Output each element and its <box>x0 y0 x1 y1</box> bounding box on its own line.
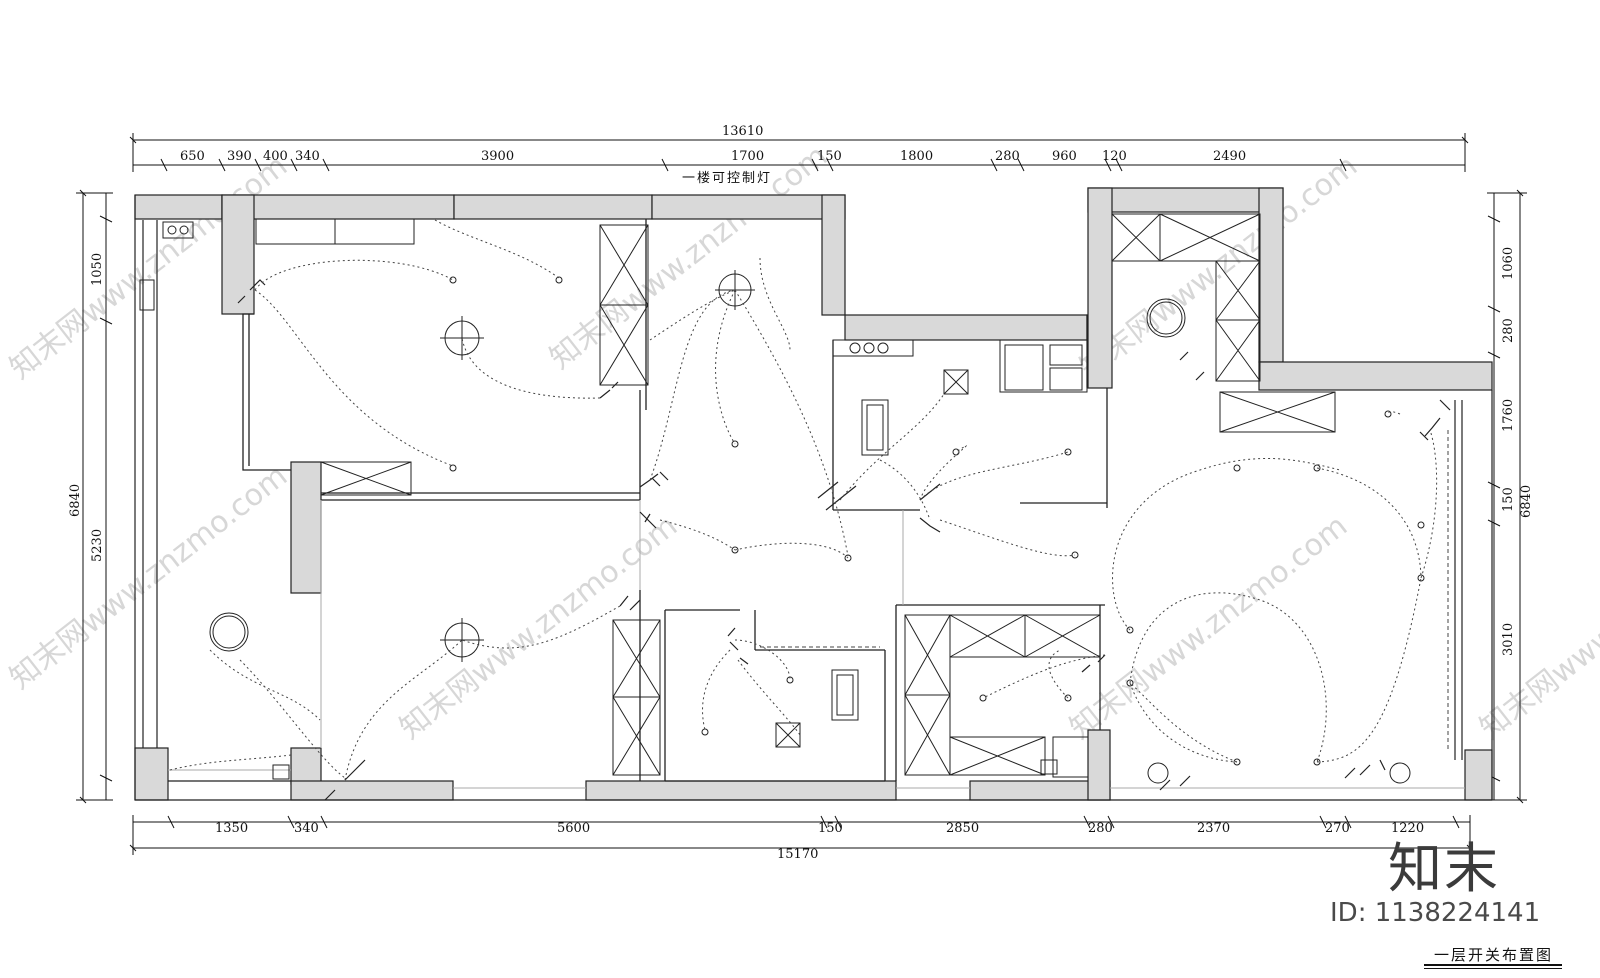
dimension-top <box>129 133 1469 172</box>
dim-label: 120 <box>1102 149 1127 164</box>
exterior-outline <box>134 195 1493 801</box>
dashed-edges <box>760 430 1449 750</box>
dim-label: 1760 <box>1501 399 1516 432</box>
ceiling-fixtures <box>209 270 1411 784</box>
watermark-logo: 知末 <box>1388 837 1500 900</box>
dim-label: 2370 <box>1197 821 1230 836</box>
downlights <box>449 276 1425 766</box>
dim-label: 5230 <box>90 529 105 562</box>
dim-label: 1350 <box>215 821 248 836</box>
dim-label: 280 <box>1501 318 1516 343</box>
dim-label: 2850 <box>946 821 979 836</box>
partitions <box>168 219 1108 782</box>
dim-label: 3900 <box>481 149 514 164</box>
dim-label: 280 <box>1088 821 1113 836</box>
dim-label: 150 <box>1501 487 1516 512</box>
appliances <box>139 221 1058 780</box>
watermark-text: 知末网www.znzmo.com <box>3 458 294 696</box>
zone-label: 一楼可控制灯 <box>682 171 772 186</box>
dim-label: 650 <box>180 149 205 164</box>
dim-label: 390 <box>227 149 252 164</box>
dimension-bottom-labels: 1350 340 5600 150 2850 280 2370 270 1220 <box>215 821 1424 836</box>
dimension-bottom <box>129 815 1474 855</box>
drawing-title: 一层开关布置图 <box>1434 946 1554 964</box>
dim-label: 280 <box>995 149 1020 164</box>
dim-label: 340 <box>295 149 320 164</box>
watermark-text: 知末网www.znzmo.com <box>1073 148 1364 386</box>
dimension-top-labels: 650 390 400 340 3900 1700 150 1800 280 9… <box>180 149 1246 164</box>
dimension-left <box>76 189 113 804</box>
dim-label: 270 <box>1325 821 1350 836</box>
title-underline <box>1424 964 1562 966</box>
dim-label: 960 <box>1052 149 1077 164</box>
openings <box>168 500 1465 789</box>
dim-label: 150 <box>818 821 843 836</box>
dim-label: 3010 <box>1501 623 1516 656</box>
dim-label: 340 <box>294 821 319 836</box>
dimension-right <box>1487 189 1527 804</box>
dim-label: 1800 <box>900 149 933 164</box>
dim-label: 1700 <box>731 149 764 164</box>
dimension-left-total: 6840 <box>68 484 83 517</box>
dim-label: 150 <box>817 149 842 164</box>
dim-label: 1050 <box>90 253 105 286</box>
dim-label: 5600 <box>557 821 590 836</box>
dim-label: 2490 <box>1213 149 1246 164</box>
dimension-bottom-total: 15170 <box>777 847 818 862</box>
dim-label: 1220 <box>1391 821 1424 836</box>
switches <box>237 279 1451 801</box>
dimension-top-total: 13610 <box>722 124 763 139</box>
walls <box>134 187 1493 801</box>
watermark-id: ID: 1138224141 <box>1330 898 1541 928</box>
circuits <box>169 219 1438 781</box>
watermark-text: 知末网www.znzmo.com <box>1063 508 1354 746</box>
dim-label: 1060 <box>1501 247 1516 280</box>
cabinets <box>255 213 1336 778</box>
dimension-right-total: 6840 <box>1519 485 1534 518</box>
title-underline <box>1424 968 1562 969</box>
dim-label: 400 <box>263 149 288 164</box>
